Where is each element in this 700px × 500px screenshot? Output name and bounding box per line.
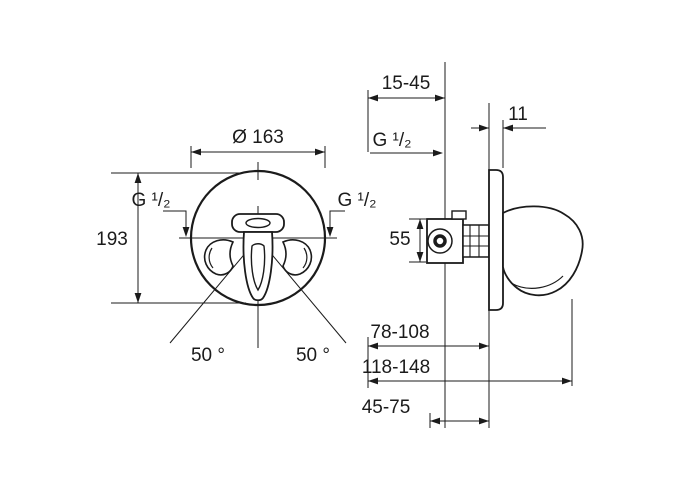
arrow-thread-left <box>182 227 190 237</box>
label-thread-right: G ¹/₂ <box>337 190 376 211</box>
right-union-wing-detail <box>302 247 308 269</box>
arrow-height-bottom <box>134 293 142 303</box>
arrow-diameter-left <box>191 148 201 156</box>
side-view <box>367 62 584 428</box>
extension-sleeve <box>462 224 490 258</box>
dimension-arrowheads <box>134 94 572 425</box>
handle-side-profile <box>502 205 584 297</box>
arrow-depth3-right <box>479 417 489 425</box>
trim-plate-profile <box>488 169 504 311</box>
arrow-thread-side <box>433 149 443 157</box>
label-diameter: Ø 163 <box>232 127 284 148</box>
thread-left-leader <box>163 210 187 229</box>
arrow-thread-right <box>326 227 334 237</box>
label-thread-left: G ¹/₂ <box>131 190 170 211</box>
handle-side-detail <box>510 275 564 289</box>
arrow-diameter-right <box>315 148 325 156</box>
handle-cap-button <box>245 217 271 229</box>
label-swivel-right: 50 ° <box>296 345 330 366</box>
left-union-wing-detail <box>208 247 214 269</box>
label-depth-range-3: 45-75 <box>362 397 411 418</box>
arrow-plate-thickness-right <box>503 124 513 132</box>
round-escutcheon-outline <box>189 169 327 307</box>
arrow-body-height-top <box>416 219 424 229</box>
label-body-height: 55 <box>389 229 410 250</box>
arrow-depth1-right <box>479 342 489 350</box>
arrow-wall-depth-right <box>435 94 445 102</box>
label-wall-depth: 15-45 <box>382 73 431 94</box>
handle-loop-inner <box>250 243 266 292</box>
label-height: 193 <box>96 229 128 250</box>
label-swivel-left: 50 ° <box>191 345 225 366</box>
inlet-union-outer <box>427 228 453 254</box>
label-thread-side: G ¹/₂ <box>372 130 411 151</box>
inlet-union-bore <box>433 234 447 248</box>
label-plate-thickness: 11 <box>508 104 528 125</box>
dimension-labels: Ø 163 193 G ¹/₂ G ¹/₂ 50 ° 50 ° 15-45 11… <box>96 73 528 418</box>
arrow-depth2-right <box>562 377 572 385</box>
label-depth-range-1: 78-108 <box>370 322 429 343</box>
arrow-plate-thickness-left <box>479 124 489 132</box>
arrow-depth1-left <box>368 342 378 350</box>
arrow-wall-depth-left <box>368 94 378 102</box>
valve-body-stop <box>451 210 467 220</box>
label-depth-range-2: 118-148 <box>362 357 430 378</box>
front-view <box>111 146 347 348</box>
arrow-depth3-left <box>430 417 440 425</box>
arrow-height-top <box>134 173 142 183</box>
arrow-body-height-bottom <box>416 252 424 262</box>
arrow-depth2-left <box>368 377 378 385</box>
thread-right-leader <box>329 210 345 229</box>
